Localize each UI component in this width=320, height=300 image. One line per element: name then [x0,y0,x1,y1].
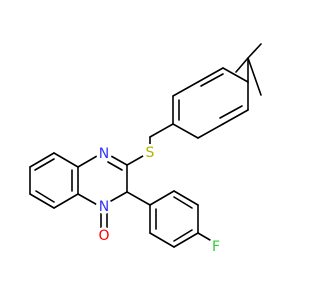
bond [173,190,199,206]
bond [35,190,55,203]
bond [53,152,79,168]
bond [172,81,199,97]
bond [222,67,249,83]
bond [172,123,199,139]
bond [173,196,193,209]
oxygen-atom-label: O [98,228,109,244]
bond [197,123,224,139]
bond [247,57,262,96]
bond [110,191,128,202]
bond [173,229,193,242]
sulfur-atom-label: S [146,145,155,161]
bond [222,109,249,125]
bond [29,152,55,168]
bond [107,161,123,171]
bond [200,73,224,87]
bond [34,158,55,171]
chemical-structure: N S N O F [29,43,262,255]
bond [197,67,224,83]
nitrogen-atom-label: N [99,199,109,215]
bond [53,193,79,209]
bond [149,123,174,138]
bond [149,232,175,248]
bond [110,155,128,166]
bond [149,190,175,206]
fluorine-atom-label: F [212,239,220,255]
bond [29,193,55,209]
bond [197,232,211,241]
bond [219,105,243,119]
bond [173,232,199,248]
atom-labels: N S N O F [96,144,224,255]
bond [247,43,262,59]
bond [235,57,249,73]
nitrogen-atom-label: N [99,146,109,162]
bond [77,155,98,168]
bond [126,191,151,206]
